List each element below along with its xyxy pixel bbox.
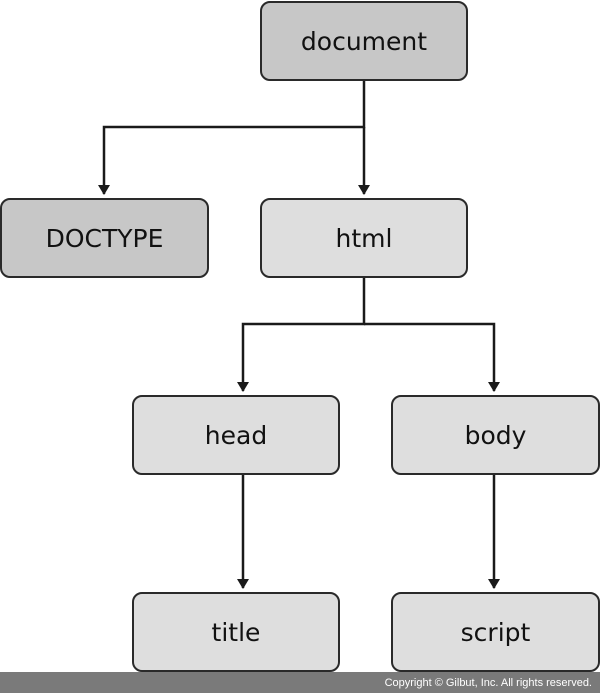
copyright-footer: Copyright © Gilbut, Inc. All rights rese… bbox=[0, 672, 600, 693]
node-document: document bbox=[260, 1, 468, 81]
node-doctype: DOCTYPE bbox=[0, 198, 209, 278]
copyright-text: Copyright © Gilbut, Inc. All rights rese… bbox=[384, 676, 592, 689]
connector-html-to-body bbox=[364, 322, 500, 392]
node-body: body bbox=[391, 395, 600, 475]
node-head: head bbox=[132, 395, 340, 475]
node-html: html bbox=[260, 198, 468, 278]
node-script: script bbox=[391, 592, 600, 672]
node-title: title bbox=[132, 592, 340, 672]
connector-html-to-head bbox=[237, 277, 366, 392]
dom-tree-diagram: document DOCTYPE html head body title sc… bbox=[0, 1, 600, 672]
connector-document-to-doctype bbox=[98, 80, 366, 195]
connectors bbox=[98, 80, 500, 589]
